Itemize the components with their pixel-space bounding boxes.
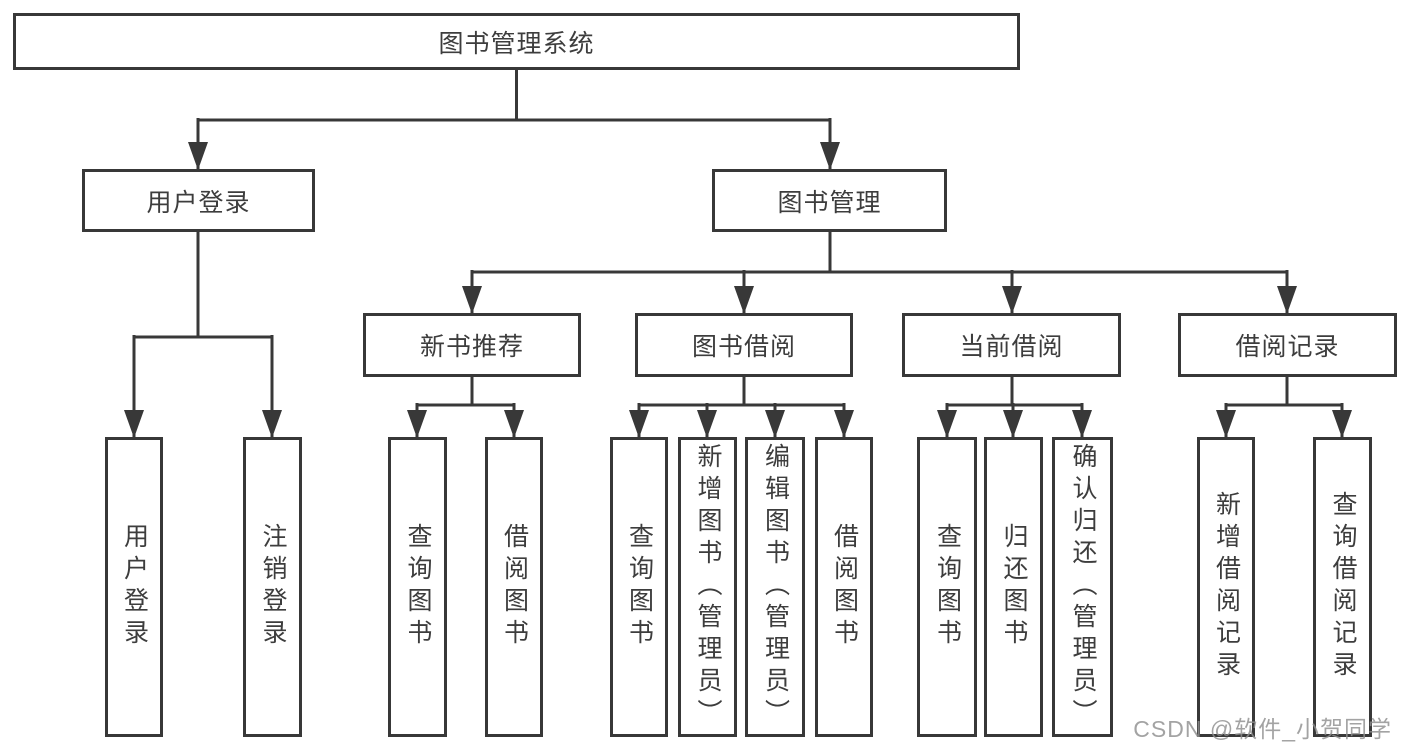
node-label: 归还图书 (1000, 523, 1028, 651)
node-user-login: 用户登录 (82, 169, 315, 232)
node-edit-book-admin: 编辑图书（管理员） (745, 437, 805, 737)
node-confirm-return-admin: 确认归还（管理员） (1052, 437, 1113, 737)
node-label: 查询图书 (625, 523, 654, 651)
node-label: 用户登录 (146, 188, 251, 217)
node-label: 新增图书（管理员） (694, 443, 722, 731)
node-query-borrow-record: 查询借阅记录 (1313, 437, 1372, 737)
node-add-borrow-record: 新增借阅记录 (1197, 437, 1255, 737)
node-label: 查询图书 (404, 523, 432, 651)
node-label: 借阅记录 (1235, 333, 1340, 361)
node-label: 编辑图书（管理员） (761, 443, 790, 731)
node-add-book-admin: 新增图书（管理员） (678, 437, 737, 737)
node-borrow-records: 借阅记录 (1178, 313, 1397, 377)
node-label: 新书推荐 (419, 333, 524, 361)
node-label: 查询图书 (933, 523, 962, 651)
node-label: 查询借阅记录 (1329, 491, 1357, 683)
node-label: 当前借阅 (959, 333, 1064, 361)
node-label: 借阅图书 (830, 523, 859, 651)
node-query-books-borrow: 查询图书 (610, 437, 668, 737)
node-book-management: 图书管理 (712, 169, 947, 232)
node-query-books-recommend: 查询图书 (388, 437, 447, 737)
node-book-borrow: 图书借阅 (635, 313, 853, 377)
node-library-system: 图书管理系统 (13, 13, 1020, 70)
node-query-books-current: 查询图书 (917, 437, 977, 737)
csdn-watermark: CSDN @软件_小贺同学 (1133, 716, 1392, 742)
node-borrow-books-recommend: 借阅图书 (485, 437, 543, 737)
node-user-login-leaf: 用户登录 (105, 437, 163, 737)
node-label: 图书管理 (777, 188, 882, 217)
node-return-book: 归还图书 (984, 437, 1043, 737)
node-label: 注销登录 (259, 523, 287, 651)
node-label: 图书借阅 (691, 333, 796, 361)
node-label: 确认归还（管理员） (1069, 443, 1097, 731)
node-label: 用户登录 (120, 523, 149, 651)
node-logout-leaf: 注销登录 (243, 437, 302, 737)
node-new-book-recommend: 新书推荐 (363, 313, 581, 377)
node-label: 借阅图书 (500, 523, 529, 651)
node-borrow-books-leaf: 借阅图书 (815, 437, 873, 737)
node-label: 图书管理系统 (438, 29, 595, 58)
node-label: 新增借阅记录 (1212, 491, 1241, 683)
node-current-borrow: 当前借阅 (902, 313, 1121, 377)
